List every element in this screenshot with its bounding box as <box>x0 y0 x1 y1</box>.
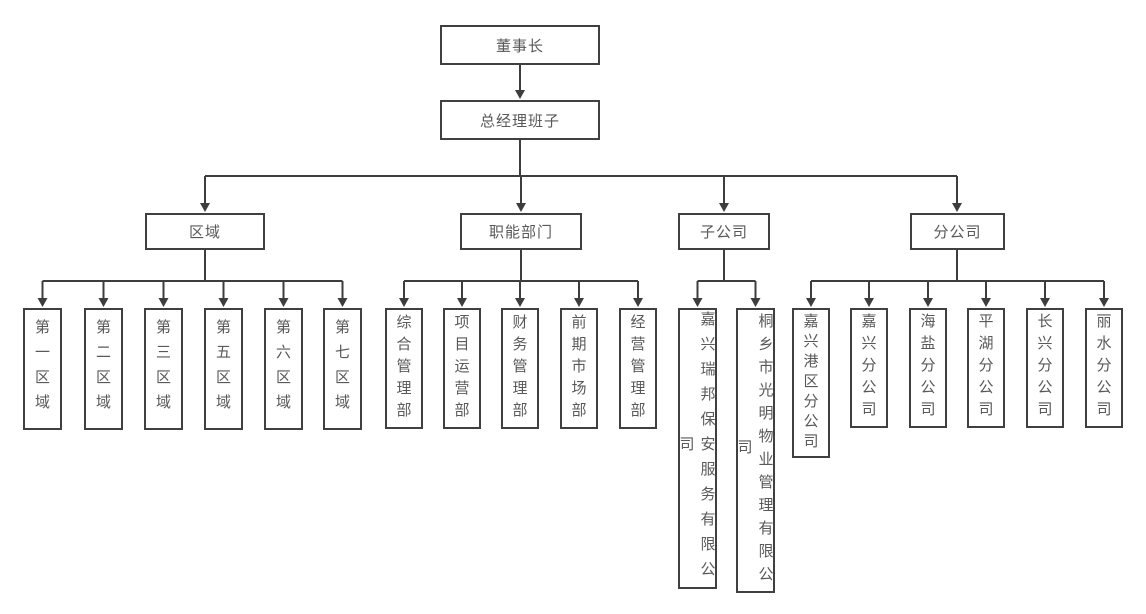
node-region-2: 第二区域 <box>84 308 123 430</box>
node-branch-jiaxing: 嘉兴分公司 <box>850 308 888 428</box>
node-branch-changxing: 长兴分公司 <box>1026 308 1064 428</box>
node-dept-operations: 经营管理部 <box>619 308 657 429</box>
node-dept-finance: 财务管理部 <box>501 308 539 429</box>
node-branch-jiaxing-port: 嘉兴港区分公司 <box>792 308 830 458</box>
node-region-5: 第五区域 <box>204 308 243 430</box>
node-branch-haiyan: 海盐分公司 <box>909 308 947 428</box>
node-chairman: 董事长 <box>440 25 600 65</box>
node-gm-team: 总经理班子 <box>440 100 600 140</box>
node-subsid-guangming-property: 桐乡市光明物业管理有限公司 <box>736 308 775 593</box>
node-region-6: 第六区域 <box>264 308 303 430</box>
connector-subsid-children <box>692 250 761 307</box>
node-region-7: 第七区域 <box>323 308 362 430</box>
node-region-1: 第一区域 <box>23 308 62 430</box>
connector-chairman-to-gm <box>515 65 525 99</box>
node-dept-general-mgmt: 综合管理部 <box>385 308 423 429</box>
connector-region-children <box>37 250 348 307</box>
node-branches: 分公司 <box>910 213 1005 250</box>
node-region-3: 第三区域 <box>144 308 183 430</box>
node-subsid-ruibang-security: 嘉兴瑞邦保安服务有限公司 <box>678 308 717 589</box>
node-dept-project-ops: 项目运营部 <box>443 308 481 429</box>
connector-branch-children <box>806 250 1109 307</box>
node-branch-lishui: 丽水分公司 <box>1085 308 1123 428</box>
node-region: 区域 <box>145 213 265 250</box>
node-dept-early-market: 前期市场部 <box>560 308 598 429</box>
node-subsidiaries: 子公司 <box>678 213 770 250</box>
node-func-depts: 职能部门 <box>460 213 582 250</box>
node-branch-pinghu: 平湖分公司 <box>967 308 1005 428</box>
connector-gm-to-categories <box>200 140 962 212</box>
connector-func-children <box>399 250 643 307</box>
